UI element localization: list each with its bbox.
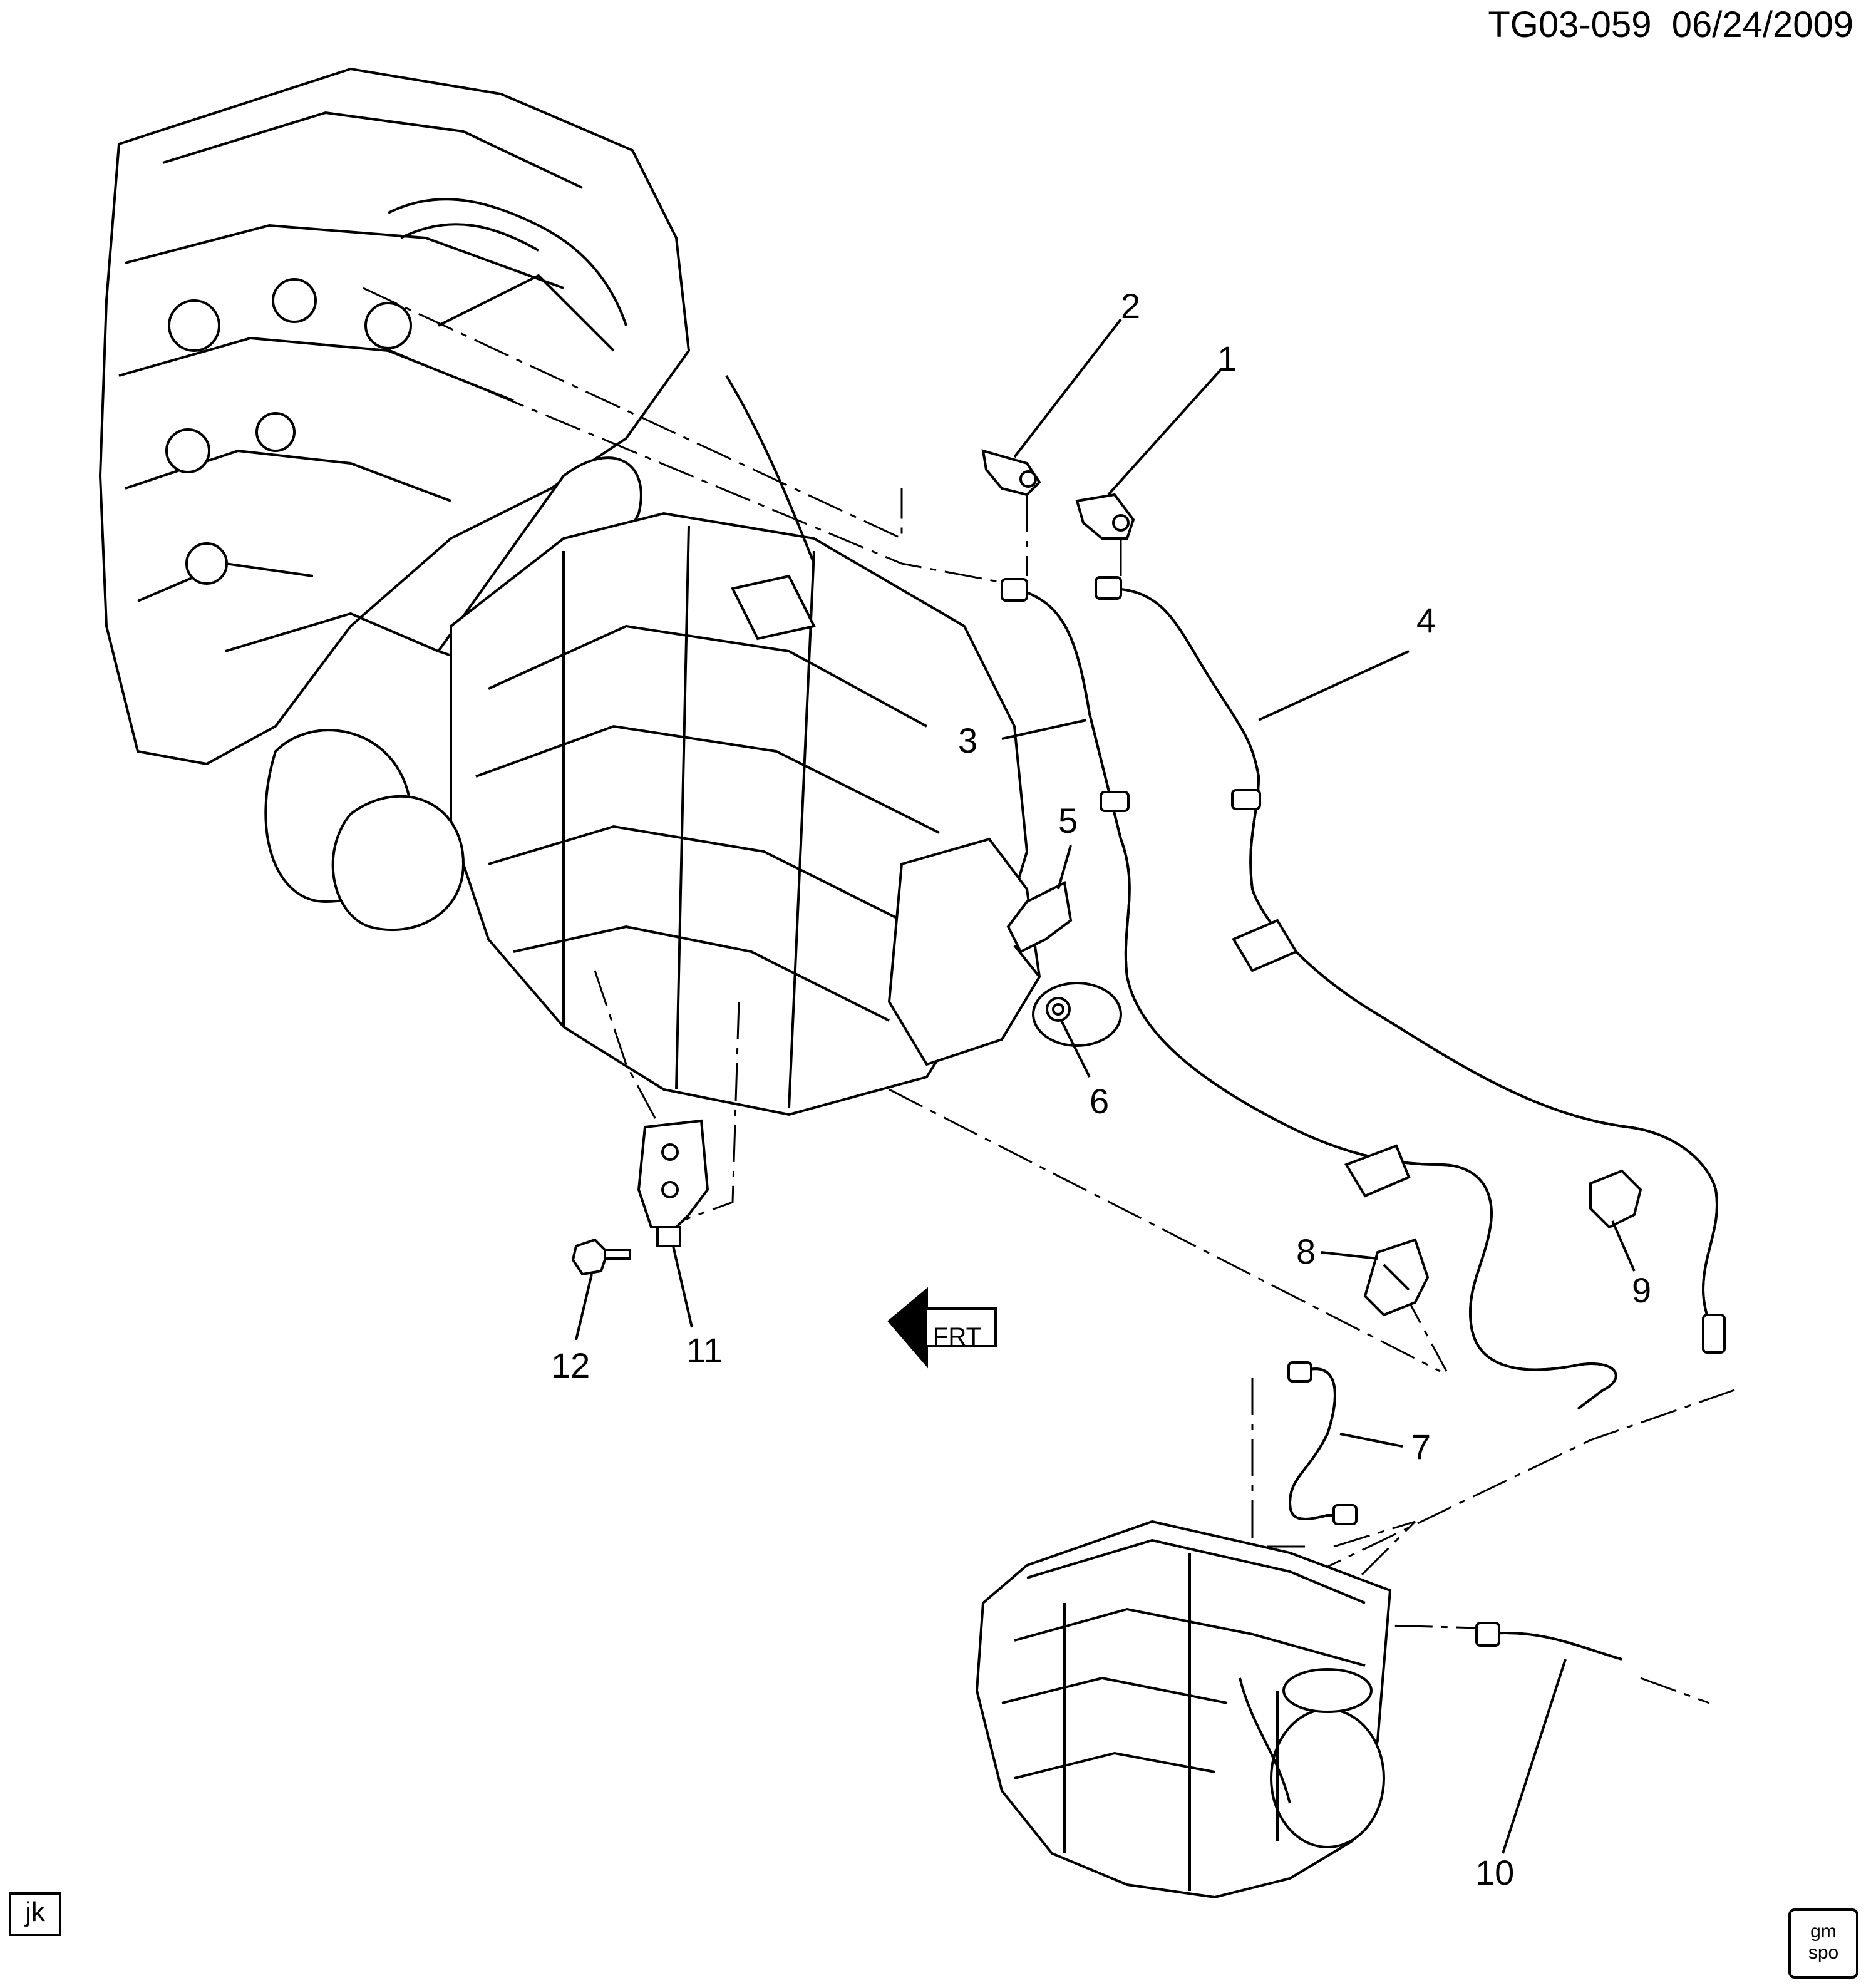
leader-6 bbox=[1060, 1020, 1091, 1078]
part-7-hose bbox=[1288, 1367, 1346, 1520]
leader-3 bbox=[1001, 719, 1087, 740]
leader-8 bbox=[1321, 1251, 1378, 1260]
leader-4 bbox=[1258, 650, 1410, 721]
centerline-cooler-outlet bbox=[375, 343, 1003, 584]
part-2-clip bbox=[981, 449, 1041, 497]
callout-10: 10 bbox=[1475, 1853, 1514, 1892]
part-1-clip bbox=[1075, 493, 1135, 540]
radiator-cooler-assembly bbox=[975, 1520, 1392, 1899]
drawing-date: 06/24/2009 bbox=[1671, 4, 1853, 45]
centerline-hose-10 bbox=[1640, 1677, 1710, 1704]
part-7-fitting-top bbox=[1287, 1361, 1312, 1383]
transmission-case bbox=[331, 374, 1122, 1116]
leader-10 bbox=[1502, 1659, 1567, 1854]
part-4-fitting-lower bbox=[1702, 1314, 1726, 1354]
callout-9: 9 bbox=[1632, 1270, 1651, 1310]
part-4-sleeve bbox=[1231, 789, 1261, 810]
spo-logo-text: spo bbox=[1808, 1942, 1839, 1963]
centerline-bracket bbox=[594, 970, 671, 1146]
callout-12: 12 bbox=[551, 1346, 590, 1385]
part-4-bracket-tag bbox=[1232, 919, 1298, 972]
part-8-clip bbox=[1363, 1238, 1430, 1317]
centerline-cooler-inlet bbox=[363, 287, 903, 540]
callout-8: 8 bbox=[1296, 1232, 1316, 1271]
gm-spo-logo: gm spo bbox=[1788, 1908, 1858, 1979]
part-11-bracket bbox=[637, 1119, 709, 1247]
callout-7: 7 bbox=[1411, 1427, 1431, 1466]
front-direction-arrow: FRT bbox=[887, 1287, 997, 1369]
part-3-sleeve bbox=[1100, 791, 1130, 812]
part-10-fitting bbox=[1475, 1622, 1500, 1647]
part-7-fitting-bottom bbox=[1332, 1504, 1358, 1525]
drawing-id: TG03-059 bbox=[1488, 4, 1652, 45]
gm-logo-text: gm bbox=[1810, 1921, 1837, 1942]
leader-1 bbox=[1107, 368, 1222, 496]
callout-11: 11 bbox=[686, 1331, 723, 1370]
leader-5 bbox=[1057, 845, 1072, 890]
centerline-hose-7 bbox=[1251, 1378, 1309, 1548]
front-arrow-label: FRT bbox=[933, 1323, 981, 1351]
leader-2 bbox=[1013, 318, 1122, 458]
centerline-hose-7-lower bbox=[1332, 1520, 1416, 1604]
leader-7 bbox=[1339, 1433, 1403, 1448]
illustrator-badge: jk bbox=[9, 1892, 61, 1936]
part-4-fitting-top bbox=[1095, 576, 1122, 600]
centerline-cooler-right bbox=[1252, 1389, 1735, 1604]
leader-11 bbox=[672, 1245, 693, 1328]
callout-1: 1 bbox=[1217, 339, 1237, 378]
part-5-bracket bbox=[1006, 881, 1073, 978]
callout-4: 4 bbox=[1416, 600, 1436, 640]
part-3-fitting-top bbox=[1001, 578, 1028, 602]
callout-3: 3 bbox=[958, 721, 977, 760]
centerline-lower bbox=[889, 1088, 1441, 1373]
leader-12 bbox=[575, 1274, 593, 1341]
drawing-header: TG03-059 06/24/2009 bbox=[1488, 4, 1853, 46]
callout-2: 2 bbox=[1121, 286, 1140, 326]
part-10-hose bbox=[1483, 1632, 1622, 1661]
leader-9 bbox=[1611, 1220, 1636, 1272]
callout-5: 5 bbox=[1058, 801, 1078, 840]
centerline-bolt bbox=[663, 1001, 740, 1228]
part-9-clip bbox=[1589, 1169, 1642, 1229]
part-6-nut bbox=[1046, 997, 1071, 1022]
part-12-bolt bbox=[571, 1238, 631, 1276]
part-4-cooler-outlet-tube bbox=[1108, 587, 1719, 1353]
part-3-bracket-tag bbox=[1344, 1144, 1411, 1198]
callout-6: 6 bbox=[1090, 1081, 1109, 1121]
